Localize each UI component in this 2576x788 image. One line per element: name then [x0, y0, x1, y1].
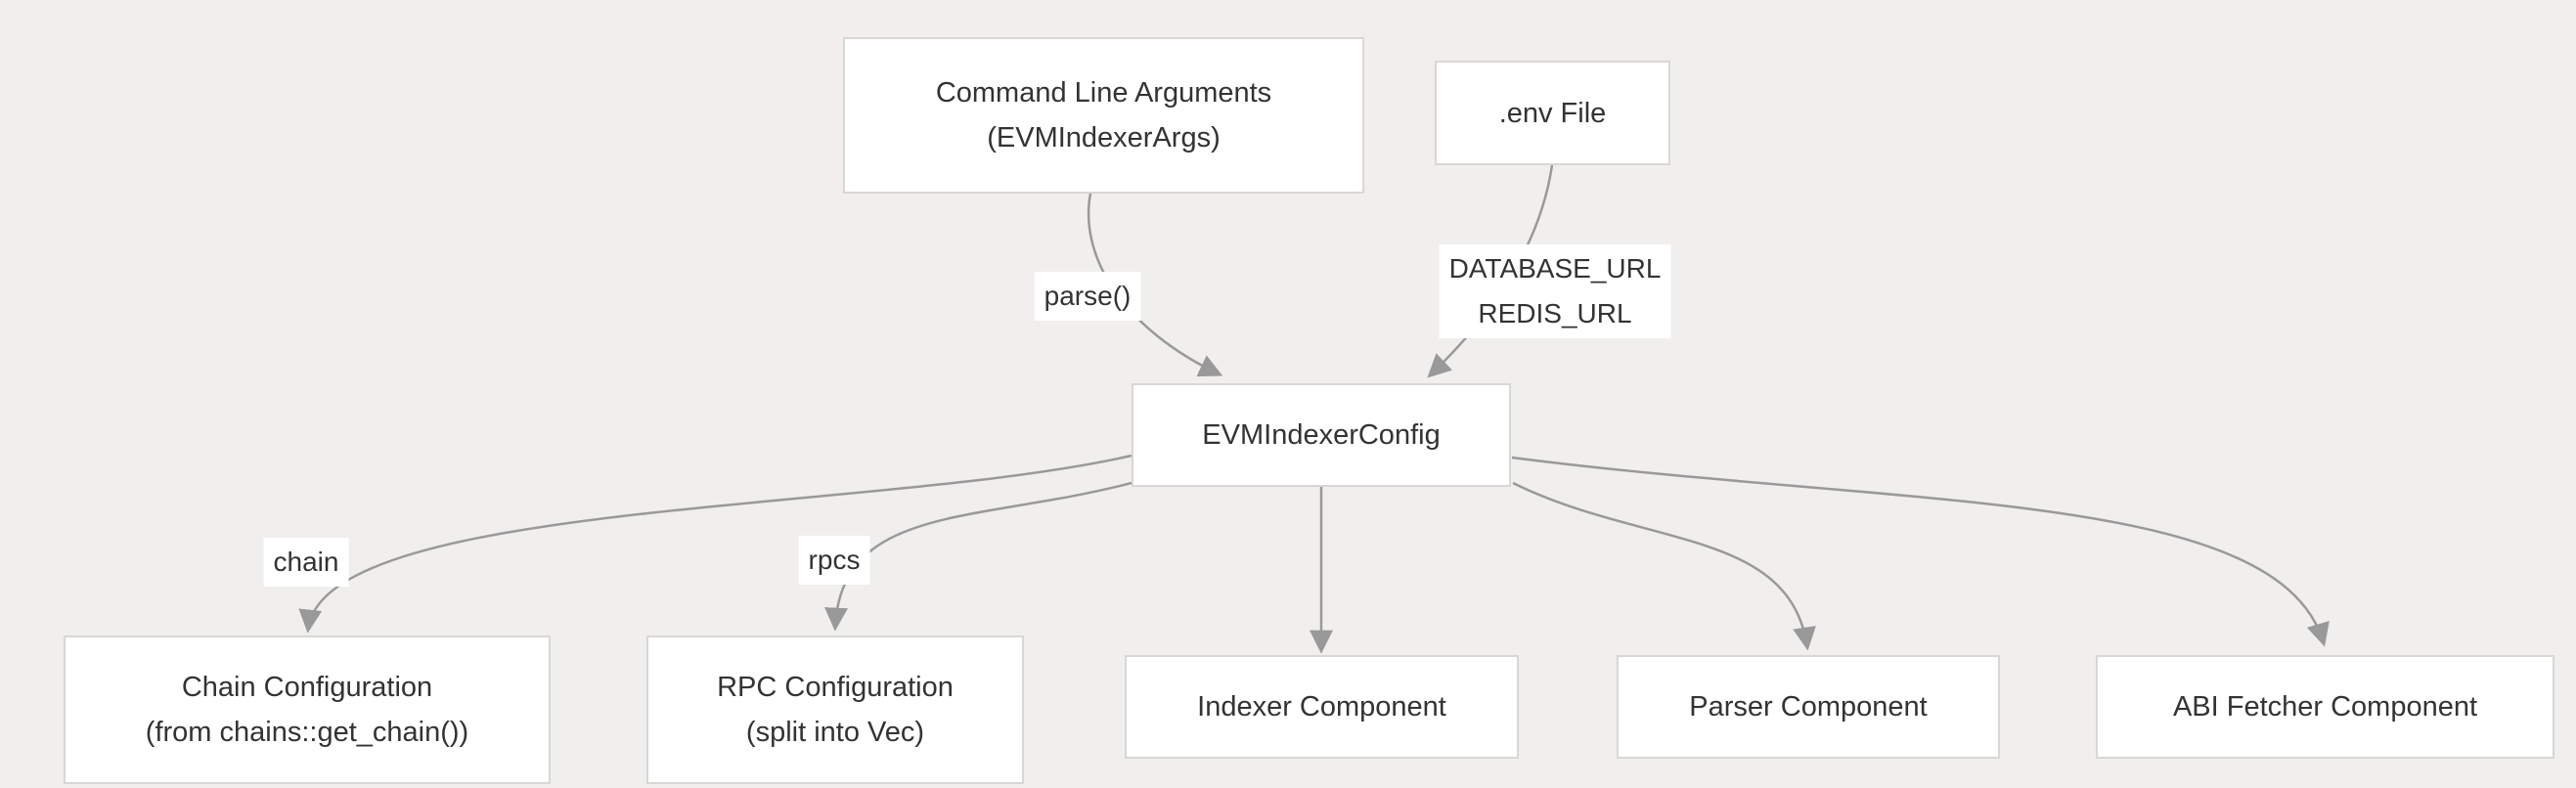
node-command-line-arguments-line1: Command Line Arguments — [935, 77, 1272, 109]
node-chain-configuration: Chain Configuration (from chains::get_ch… — [64, 635, 551, 784]
node-env-file: .env File — [1435, 61, 1670, 165]
node-command-line-arguments-line2: (EVMIndexerArgs) — [987, 122, 1221, 153]
edge-rpcs — [823, 481, 1133, 632]
node-chain-configuration-line1: Chain Configuration — [181, 672, 433, 703]
node-indexer-component: Indexer Component — [1125, 655, 1519, 759]
node-abi-fetcher-component-label: ABI Fetcher Component — [2172, 691, 2478, 722]
node-evm-indexer-config: EVMIndexerConfig — [1132, 383, 1511, 487]
edge-label-parse: parse() — [1034, 272, 1141, 321]
edge-label-chain-text: chain — [273, 547, 339, 577]
edge-parser — [1512, 481, 1816, 651]
edge-label-parse-text: parse() — [1044, 281, 1132, 311]
edge-chain — [298, 454, 1133, 634]
edge-label-rpcs-text: rpcs — [808, 545, 861, 575]
edge-label-chain: chain — [263, 538, 349, 587]
node-env-file-label: .env File — [1498, 97, 1607, 129]
node-rpc-configuration-line1: RPC Configuration — [717, 672, 954, 703]
edge-label-redis-url-text: REDIS_URL — [1478, 298, 1632, 328]
node-rpc-configuration: RPC Configuration (split into Vec) — [646, 635, 1024, 784]
node-command-line-arguments: Command Line Arguments (EVMIndexerArgs) — [843, 37, 1364, 194]
edge-label-env-vars: DATABASE_URL REDIS_URL — [1439, 244, 1671, 338]
edge-label-database-url-text: DATABASE_URL — [1448, 253, 1662, 284]
node-parser-component-label: Parser Component — [1689, 691, 1928, 722]
node-abi-fetcher-component: ABI Fetcher Component — [2096, 655, 2554, 759]
node-indexer-component-label: Indexer Component — [1197, 691, 1446, 722]
node-parser-component: Parser Component — [1617, 655, 2000, 759]
edge-label-rpcs: rpcs — [798, 536, 870, 585]
node-rpc-configuration-line2: (split into Vec) — [745, 717, 925, 748]
node-evm-indexer-config-label: EVMIndexerConfig — [1202, 419, 1441, 451]
edge-abi-fetcher — [1511, 456, 2330, 647]
node-chain-configuration-line2: (from chains::get_chain()) — [145, 717, 469, 748]
